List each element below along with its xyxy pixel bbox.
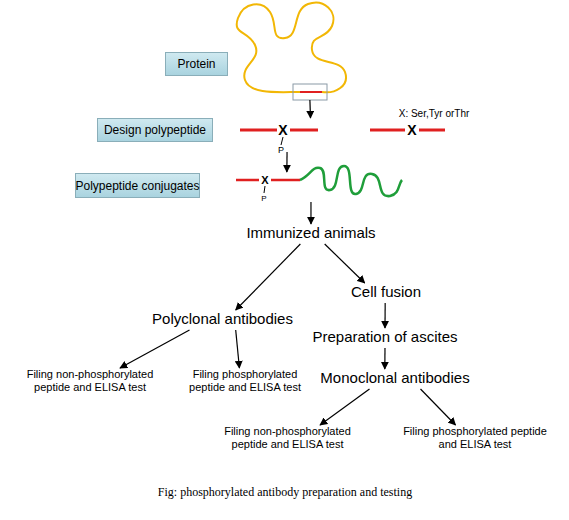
phosphate-bond <box>264 186 265 193</box>
process-step: Immunized animals <box>235 224 387 244</box>
step-text: Filing phosphorylated peptide and ELISA … <box>400 425 550 451</box>
step-group: Polypeptide conjugates <box>75 172 405 202</box>
flow-arrow <box>286 152 287 172</box>
process-step: Polyclonal antibodies <box>140 310 305 330</box>
flow-arrow <box>310 202 311 224</box>
step-text: Monoclonal antibodies <box>310 369 480 387</box>
figure-caption: Fig: phosphorylated antibody preparation… <box>158 485 412 500</box>
step-text: Filing phosphorylated peptide and ELISA … <box>175 368 315 394</box>
flow-arrow <box>384 348 385 369</box>
step-text: Polyclonal antibodies <box>140 310 305 328</box>
flow-arrow <box>120 330 190 368</box>
step-group: Design polypeptide <box>97 118 447 152</box>
step-text: Immunized animals <box>235 224 387 242</box>
residue-marker: X <box>407 122 416 138</box>
step-label-box: Polypeptide conjugates <box>75 173 200 198</box>
test-step: Filing phosphorylated peptide and ELISA … <box>400 425 550 457</box>
flow-arrow <box>309 100 311 118</box>
phosphate-marker: P <box>261 194 266 203</box>
step-text: Cell fusion <box>345 283 427 301</box>
flow-arrow <box>320 389 369 425</box>
residue-note: X: Ser,Tyr orThr <box>399 108 470 119</box>
test-step: Filing phosphorylated peptide and ELISA … <box>175 368 315 400</box>
step-label-box: Design polypeptide <box>97 118 213 142</box>
epitope-segment <box>300 91 322 93</box>
process-step: Preparation of ascites <box>300 328 470 348</box>
protein-chain <box>237 3 346 93</box>
residue-marker: X <box>278 122 287 138</box>
residue-marker: X <box>261 174 268 186</box>
test-step: Filing non-phosphorylated peptide and EL… <box>15 368 165 400</box>
phosphate-bond <box>281 137 283 145</box>
flow-arrow <box>325 244 365 283</box>
flow-arrow <box>236 244 301 310</box>
carrier-protein <box>300 166 402 196</box>
epitope-frame <box>293 84 327 100</box>
flow-arrow <box>421 389 456 425</box>
process-step: Cell fusion <box>345 283 427 303</box>
flow-arrow <box>384 303 385 328</box>
process-step: Monoclonal antibodies <box>310 369 480 389</box>
step-text: Preparation of ascites <box>300 328 470 346</box>
step-group: Protein <box>165 0 395 100</box>
test-step: Filing non-phosphorylated peptide and EL… <box>210 425 365 457</box>
step-text: Filing non-phosphorylated peptide and EL… <box>210 425 365 451</box>
phosphate-marker: P <box>278 145 284 155</box>
step-text: Filing non-phosphorylated peptide and EL… <box>15 368 165 394</box>
flow-arrow <box>236 330 240 368</box>
step-label-box: Protein <box>165 52 228 76</box>
